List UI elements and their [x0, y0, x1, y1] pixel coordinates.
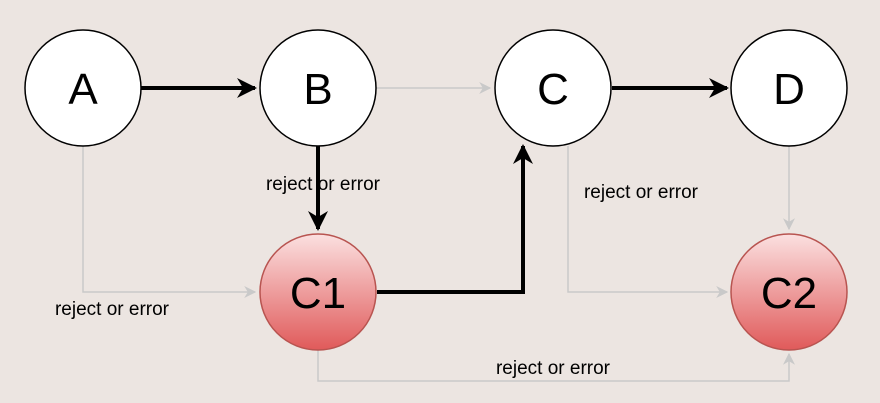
edge-label-b-to-c1: reject or error	[266, 174, 381, 195]
edge-c-to-c2	[567, 146, 729, 298]
node-c2: C2	[730, 233, 848, 351]
edge-label-a-to-c1: reject or error	[55, 299, 170, 320]
node-c2-label: C2	[761, 269, 817, 318]
edge-c1-to-c	[377, 144, 533, 294]
node-c1: C1	[259, 233, 377, 351]
edge-label-c-to-c2: reject or error	[584, 182, 699, 203]
node-a: A	[24, 29, 142, 147]
node-b: B	[259, 29, 377, 147]
node-c: C	[494, 29, 612, 147]
node-d: D	[730, 29, 848, 147]
edge-c1-to-c2	[317, 350, 795, 382]
node-a-label: A	[68, 65, 98, 114]
node-b-label: B	[303, 65, 332, 114]
node-c-label: C	[537, 65, 569, 114]
node-c1-label: C1	[290, 269, 346, 318]
edge-a-to-c1	[82, 146, 257, 298]
node-d-label: D	[773, 65, 805, 114]
edge-label-c1-to-c2: reject or error	[496, 358, 611, 379]
